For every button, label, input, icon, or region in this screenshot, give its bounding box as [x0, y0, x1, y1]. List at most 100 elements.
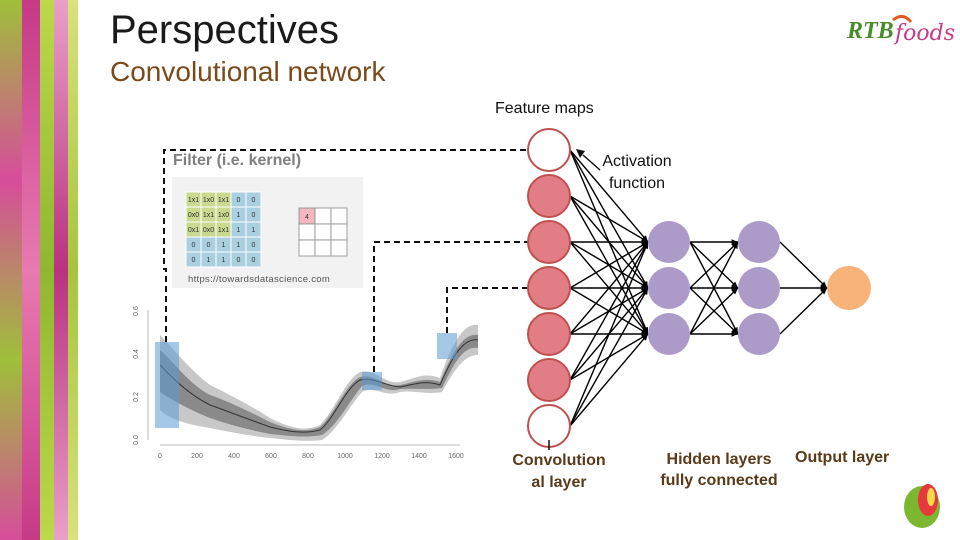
hidden-node-layer1 — [648, 267, 690, 309]
kernel-cell-value: 0 — [237, 257, 241, 264]
spectrum-inner-band — [160, 334, 478, 437]
x-tick-label: 1000 — [337, 453, 353, 460]
dashed-arrow-1 — [163, 149, 530, 342]
hidden-node-layer2 — [738, 221, 780, 263]
feature-cell — [314, 223, 332, 241]
edge-arrowhead — [731, 331, 738, 337]
edge-arrowhead — [731, 288, 738, 295]
x-tick-label: 600 — [265, 453, 277, 460]
edge-arrowhead — [820, 285, 827, 291]
conv-layer-label: Convolution al layer — [512, 452, 606, 491]
conv-node — [527, 220, 571, 264]
edge-arrowhead — [731, 281, 738, 288]
network-edge — [569, 149, 649, 243]
network-edge — [569, 241, 649, 427]
kernel-cell-value: 0x0 — [188, 212, 199, 219]
feature-maps-label: Feature maps — [495, 100, 594, 117]
kernel-cell-value: 1x0 — [203, 197, 214, 204]
activation-label: Activation function — [602, 153, 672, 192]
edge-arrowhead — [731, 239, 738, 245]
conv-node — [527, 174, 571, 218]
slide-subtitle: Convolutional network — [110, 56, 386, 87]
y-tick-label: 0.2 — [133, 392, 140, 402]
decor-stripe — [40, 0, 54, 540]
kernel-cell-value: 1x1 — [218, 197, 229, 204]
edge-arrowhead — [820, 288, 827, 295]
dashed-arrow-3 — [446, 287, 530, 333]
kernel-cell-value: 1x1 — [218, 227, 229, 234]
highlight-window-3 — [437, 333, 457, 359]
conv-node — [527, 266, 571, 310]
network-edge — [689, 241, 739, 289]
activation-pointer — [582, 154, 601, 171]
decor-stripe — [0, 0, 22, 540]
spectrum-chart — [147, 310, 479, 446]
edge-arrowhead — [642, 242, 648, 249]
x-tick-label: 800 — [302, 453, 314, 460]
network-nodes — [527, 128, 871, 448]
decor-stripe — [68, 0, 78, 540]
x-tick-label: 1400 — [411, 453, 427, 460]
highlight-window-2 — [362, 372, 382, 390]
kernel-cell-value: 0 — [252, 212, 256, 219]
conv-node — [527, 358, 571, 402]
kernel-cell-value: 0 — [237, 197, 241, 204]
edge-arrowhead — [641, 334, 648, 341]
kernel-cell-value: 0x0 — [203, 227, 214, 234]
decor-stripe — [54, 0, 68, 540]
edge-arrowhead — [642, 288, 648, 295]
kernel-cell-value: 0 — [252, 197, 256, 204]
kernel-cell-value: 1x1 — [188, 197, 199, 204]
feature-cell-value: 4 — [305, 214, 309, 221]
x-tick-label: 0 — [158, 453, 162, 460]
kernel-cell-value: 0 — [252, 257, 256, 264]
edge-arrowhead — [731, 327, 738, 334]
conv-node — [527, 128, 571, 172]
kernel-cell-value: 0 — [252, 242, 256, 249]
hidden-node-layer2 — [738, 313, 780, 355]
hidden-node-layer2 — [738, 267, 780, 309]
decor-stripe — [22, 0, 40, 540]
kernel-cell — [245, 251, 262, 268]
kernel-cell-value: 1 — [252, 227, 256, 234]
feature-cell — [298, 239, 316, 257]
filter-label: Filter (i.e. kernel) — [173, 152, 302, 169]
network-edge — [569, 333, 649, 427]
kernel-cell-value: 1 — [237, 212, 241, 219]
spectrum-y-ticks: 0.0 0.2 0.4 0.6 — [133, 306, 140, 445]
dashed-arrow-2 — [373, 241, 530, 372]
feature-cell — [330, 239, 348, 257]
kernel-cell-value: 1x0 — [218, 212, 229, 219]
output-node — [827, 266, 871, 310]
x-tick-label: 200 — [191, 453, 203, 460]
kernel-cell-value: 0 — [192, 257, 196, 264]
kernel-cell-value: 1 — [222, 257, 226, 264]
network-edge — [779, 241, 828, 289]
feature-cell — [330, 207, 348, 225]
conv-node — [527, 312, 571, 356]
rtbfoods-logo: RTB foods — [846, 15, 955, 46]
network-edge — [569, 241, 649, 335]
highlight-window-1 — [155, 342, 179, 428]
y-tick-label: 0.6 — [133, 306, 140, 316]
svg-text:RTB: RTB — [846, 18, 894, 44]
fruit-icon — [904, 484, 940, 528]
edge-arrowhead — [731, 285, 738, 291]
kernel-cell-value: 1 — [237, 242, 241, 249]
slide-title: Perspectives — [110, 8, 339, 52]
kernel-cell-value: 0 — [207, 242, 211, 249]
x-tick-label: 1200 — [374, 453, 390, 460]
feature-cell — [314, 239, 332, 257]
network-edges — [569, 149, 828, 427]
y-tick-label: 0.0 — [133, 435, 140, 445]
network-edge — [779, 287, 828, 335]
hidden-node-layer1 — [648, 313, 690, 355]
feature-cell — [330, 223, 348, 241]
kernel-cell-value: 1 — [237, 227, 241, 234]
y-tick-label: 0.4 — [133, 349, 140, 359]
network-edge — [689, 241, 739, 335]
network-edge — [569, 195, 649, 243]
